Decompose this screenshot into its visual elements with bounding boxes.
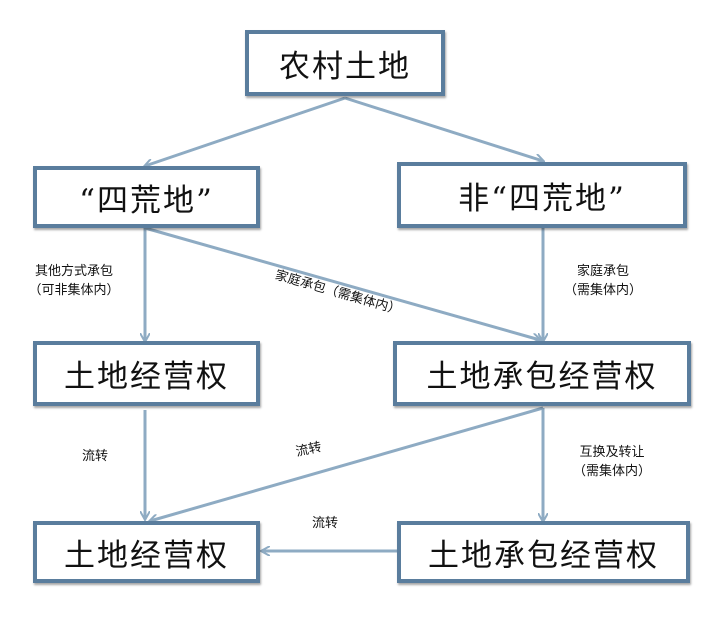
node-four-waste-land: “四荒地” <box>33 166 260 228</box>
edge-label-other-contracting-line2: （可非集体内） <box>28 283 120 298</box>
node-land-operation-right-bottom: 土地经营权 <box>33 521 260 583</box>
node-land-operation-right: 土地经营权 <box>33 341 260 406</box>
edge-label-transfer-bottom: 流转 <box>312 516 339 531</box>
edge-four-waste-land-to-contract-right <box>144 226 540 340</box>
node-non-four-waste-land: 非“四荒地” <box>397 162 687 228</box>
edge-label-family-contracting-line1: 家庭承包 <box>576 264 629 279</box>
edge-root-to-non-four-waste-land <box>344 96 543 161</box>
edge-label-family-contracting: 家庭承包 （需集体内） <box>553 262 653 300</box>
node-rural-land: 农村土地 <box>245 30 445 96</box>
edge-label-other-contracting: 其他方式承包 （可非集体内） <box>14 262 134 300</box>
node-land-contract-operation-right-bottom: 土地承包经营权 <box>397 521 690 583</box>
node-land-contract-operation-right: 土地承包经营权 <box>393 341 691 406</box>
edge-root-to-four-waste-land <box>145 96 346 166</box>
edge-label-exchange-transfer-line1: 互换及转让 <box>579 445 645 460</box>
edge-label-other-contracting-line1: 其他方式承包 <box>34 264 113 279</box>
edge-label-exchange-transfer: 互换及转让 （需集体内） <box>557 443 667 481</box>
edge-label-transfer-left: 流转 <box>82 449 109 464</box>
edge-contract-right-to-operation-right <box>150 406 544 521</box>
edge-label-family-contracting-line2: （需集体内） <box>563 283 642 298</box>
edge-label-exchange-transfer-line2: （需集体内） <box>572 464 651 479</box>
